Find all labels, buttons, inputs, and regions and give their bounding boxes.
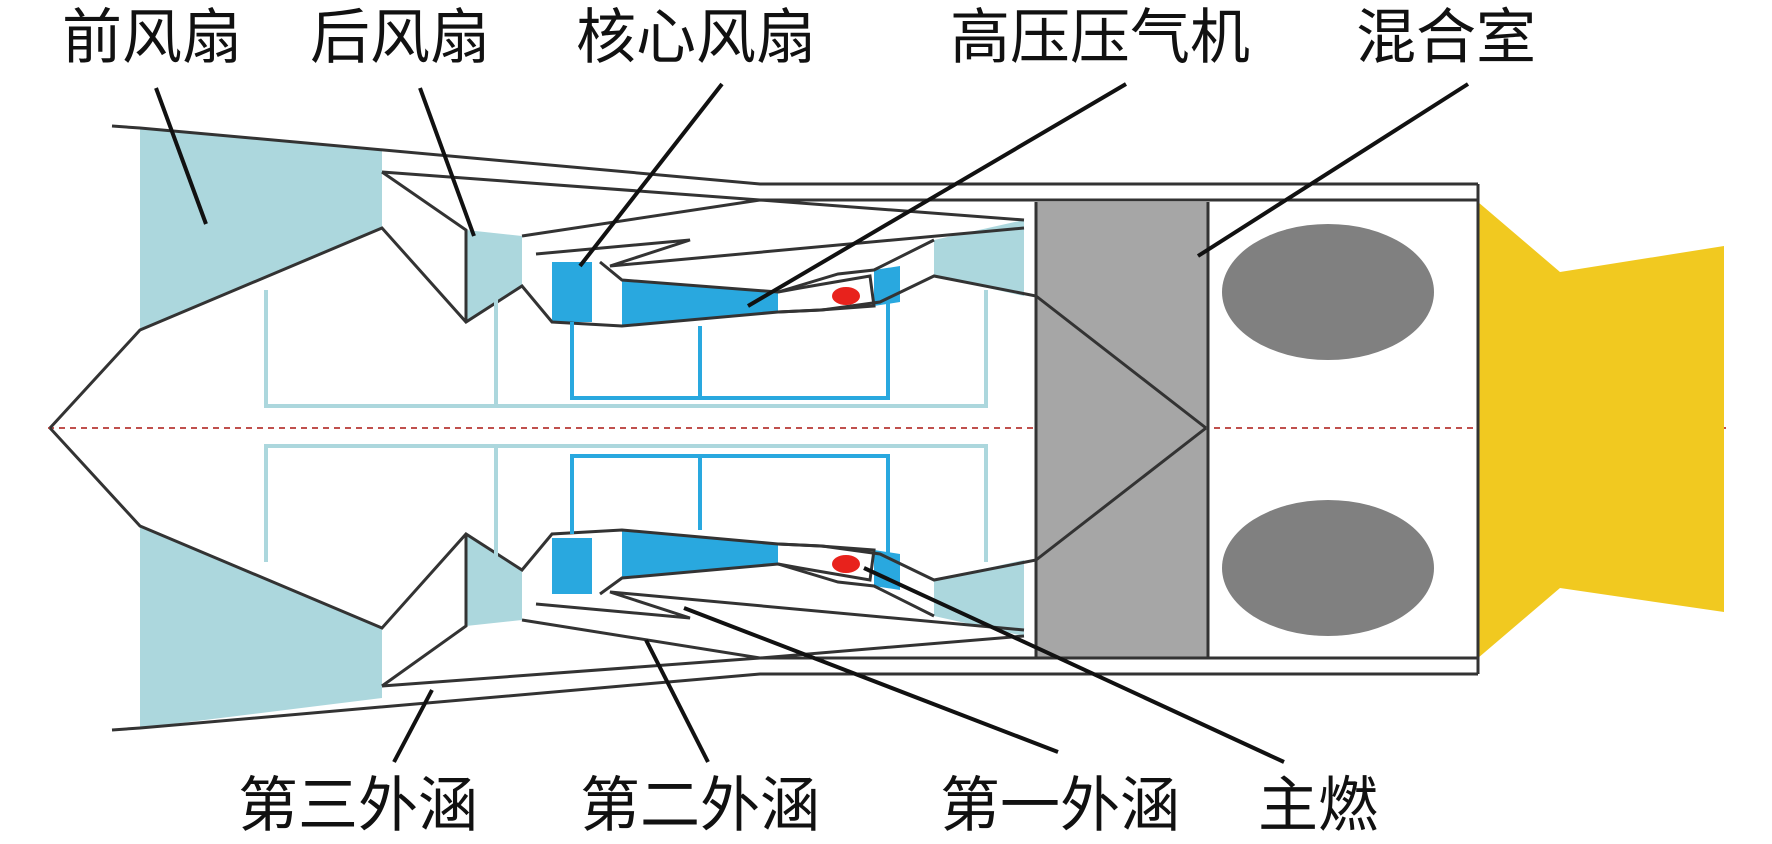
rear-fan-blade-upper bbox=[466, 230, 522, 322]
label-mixer: 混合室 bbox=[1356, 3, 1536, 73]
label-third-bypass: 第三外涵 bbox=[238, 771, 478, 841]
label-second-bypass: 第二外涵 bbox=[580, 771, 820, 841]
label-main-combustor: 主燃 bbox=[1258, 771, 1378, 841]
mixer-lobe-upper bbox=[1222, 224, 1434, 360]
turbine-section bbox=[1036, 202, 1208, 658]
core-fan-blade-upper bbox=[552, 262, 592, 322]
exhaust-nozzle bbox=[1478, 202, 1724, 658]
front-fan-blade-upper bbox=[140, 128, 382, 330]
core-fan-blade-lower bbox=[552, 538, 592, 594]
label-core-fan: 核心风扇 bbox=[576, 3, 816, 73]
mixer-lobe-lower bbox=[1222, 500, 1434, 636]
label-front-fan: 前风扇 bbox=[62, 3, 242, 73]
red-dot-icon bbox=[832, 555, 860, 573]
label-rear-fan: 后风扇 bbox=[310, 3, 490, 73]
rear-fan-blade-lower bbox=[466, 534, 522, 626]
leader-lines bbox=[154, 82, 1470, 764]
label-first-bypass: 第一外涵 bbox=[940, 771, 1180, 841]
shafts bbox=[264, 290, 988, 562]
label-hp-compressor: 高压压气机 bbox=[950, 3, 1250, 73]
lp-turbine-blade-upper bbox=[934, 220, 1024, 296]
front-fan-blade-lower bbox=[140, 526, 382, 728]
red-dot-icon bbox=[832, 287, 860, 305]
lp-turbine-blade-lower bbox=[934, 560, 1024, 636]
engine-casing bbox=[48, 124, 1480, 732]
